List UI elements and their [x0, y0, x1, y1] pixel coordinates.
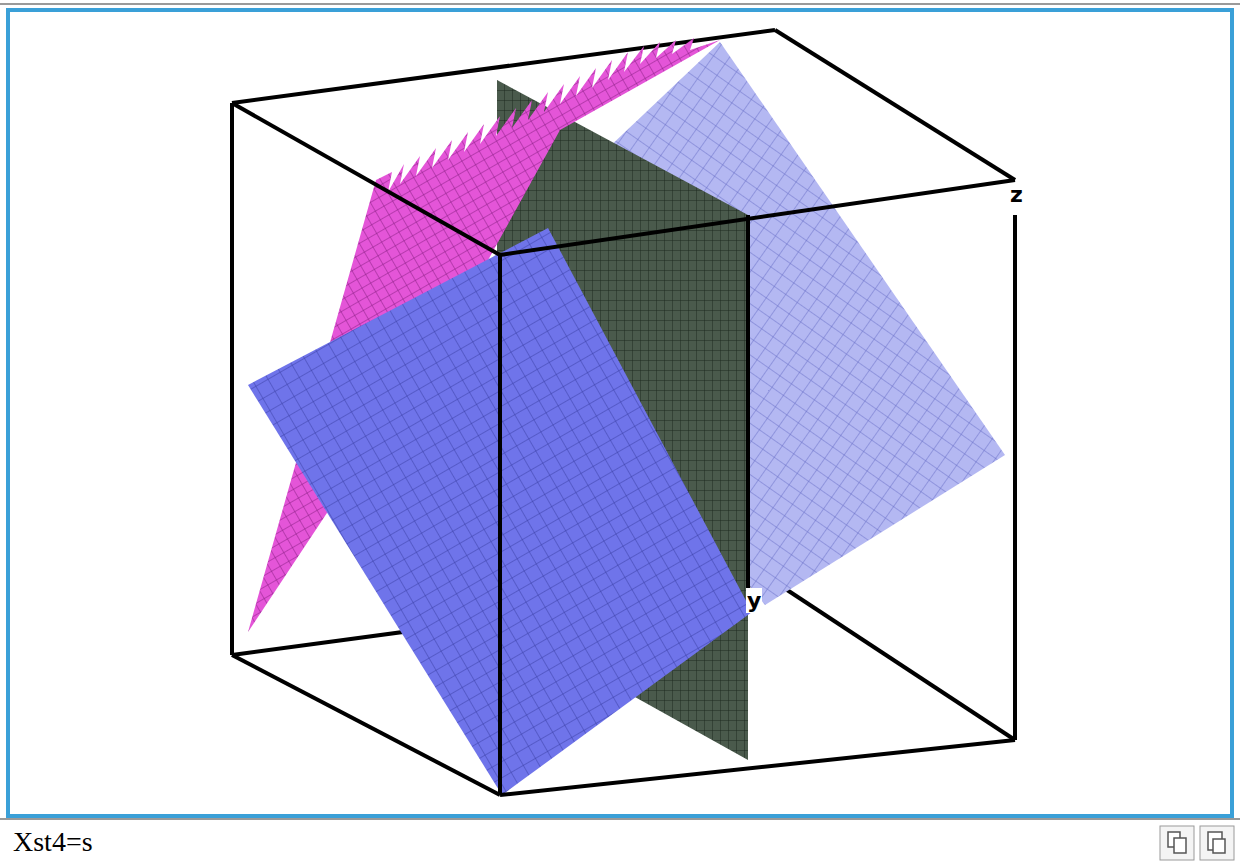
status-bar — [0, 818, 1240, 868]
copy-icon — [1160, 826, 1194, 860]
blue-plane — [248, 228, 752, 795]
top-strip — [0, 0, 1240, 8]
cube-front-edges — [232, 103, 1015, 795]
axis-label: z — [1009, 182, 1024, 207]
top-rule — [0, 3, 1240, 5]
axis-label: y — [746, 588, 762, 613]
status-text: Xst4=s — [12, 826, 94, 858]
paste-icon — [1200, 826, 1234, 860]
status-rule — [0, 818, 1240, 820]
graph-frame — [8, 10, 1232, 816]
